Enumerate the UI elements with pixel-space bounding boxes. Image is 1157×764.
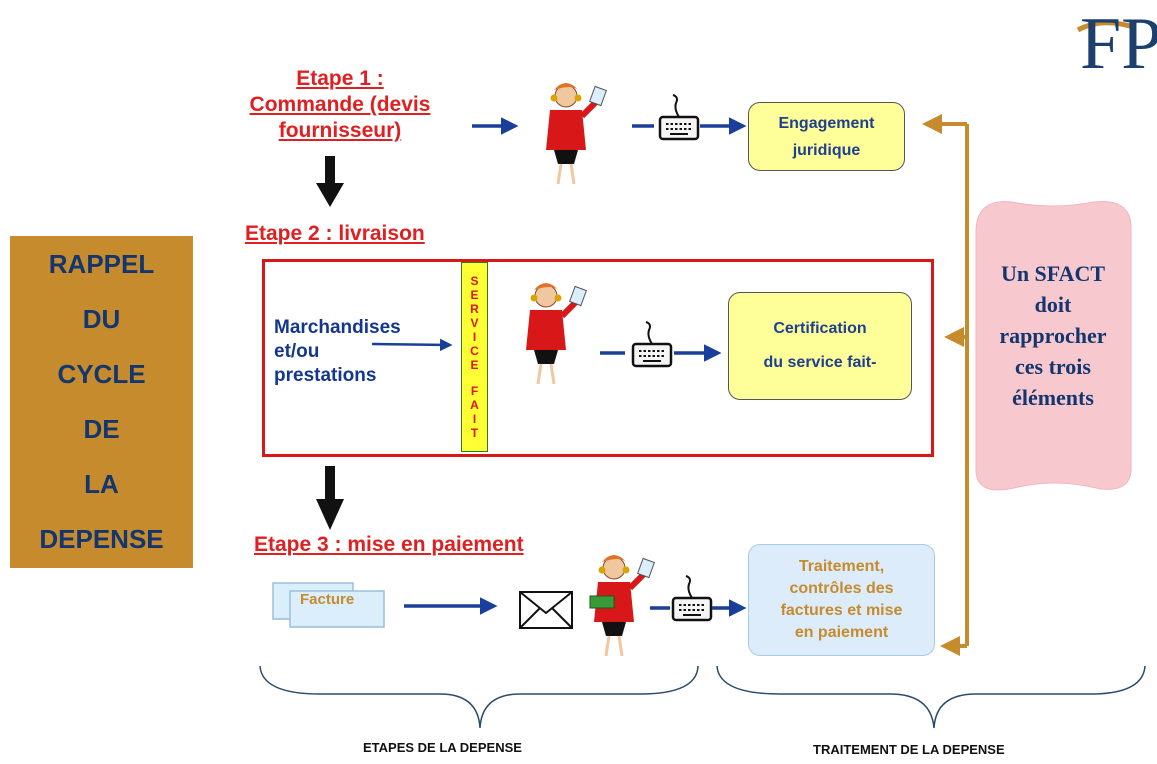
step3-title: Etape 3 : mise en paiement	[254, 533, 524, 556]
cycle-reminder-block: RAPPEL DU CYCLE DE LA DEPENSE	[10, 236, 193, 568]
fait-letter: T	[470, 426, 479, 440]
woman-clerk-icon	[546, 83, 606, 184]
facture-label: Facture	[300, 591, 355, 608]
step1-to-step2-arrow	[316, 156, 344, 207]
envelope-icon	[519, 591, 573, 629]
fait-letter: A	[470, 398, 479, 412]
step2-frame	[262, 259, 934, 457]
traitement-line: Traitement,	[798, 558, 885, 575]
step1-line: Commande (devis	[249, 93, 431, 116]
step1-line: fournisseur)	[278, 119, 402, 142]
merchandise-label: Marchandises et/ou prestations	[274, 316, 401, 388]
logo-mark: FP	[1080, 2, 1157, 87]
step2-to-step3-arrow	[316, 466, 344, 530]
merch-line: Marchandises	[274, 317, 401, 338]
sfact-line: Un SFACT	[1000, 261, 1106, 286]
traitement-line: contrôles des	[789, 580, 894, 597]
logo	[1076, 20, 1131, 33]
step1-line: Etape 1 :	[296, 67, 384, 90]
merch-line: prestations	[274, 365, 377, 386]
engagement-line: juridique	[792, 141, 861, 159]
sfact-line: rapprocher	[999, 323, 1107, 348]
step2-title: Etape 2 : livraison	[245, 222, 425, 245]
fait-letter: I	[472, 412, 477, 426]
merch-arrow	[371, 338, 453, 352]
cycle-line: DU	[82, 304, 121, 334]
service-letter: V	[470, 316, 479, 330]
service-letter: E	[470, 358, 479, 372]
cycle-line: DEPENSE	[39, 524, 164, 554]
sfact-line: doit	[1034, 292, 1072, 317]
traitement-box: Traitement, contrôles des factures et mi…	[748, 544, 935, 656]
service-letter: S	[470, 274, 479, 288]
certification-line: Certification	[773, 320, 867, 337]
brace-etapes	[259, 665, 699, 729]
fait-letter: F	[470, 384, 479, 398]
service-letter: I	[472, 330, 477, 344]
logo-letters: FP	[1080, 3, 1157, 85]
step1-title: Etape 1 : Commande (devis fournisseur)	[220, 66, 460, 144]
certification-line: du service fait-	[763, 354, 877, 371]
sfact-text: Un SFACT doit rapprocher ces trois éléme…	[978, 258, 1128, 413]
footer-traitement-label: TRAITEMENT DE LA DEPENSE	[813, 742, 1005, 757]
service-letter: R	[470, 302, 479, 316]
keyboard-icon	[658, 93, 700, 141]
document-icon	[272, 582, 385, 628]
cycle-line: RAPPEL	[48, 249, 155, 279]
traitement-line: en paiement	[794, 624, 889, 641]
traitement-line: factures et mise	[780, 602, 903, 619]
cycle-line: LA	[84, 469, 119, 499]
service-letter: C	[470, 344, 479, 358]
certification-box: Certification du service fait-	[728, 292, 912, 400]
footer-etapes-label: ETAPES DE LA DEPENSE	[363, 740, 522, 755]
cycle-line: CYCLE	[57, 359, 146, 389]
service-letter: E	[470, 288, 479, 302]
cycle-line: DE	[83, 414, 120, 444]
keyboard-icon	[671, 574, 713, 622]
merch-line: et/ou	[274, 341, 320, 362]
engagement-box: Engagement juridique	[748, 102, 905, 171]
service-fait-bar: S E R V I C E F A I T	[461, 262, 488, 452]
engagement-line: Engagement	[778, 114, 875, 132]
brace-traitement	[716, 665, 1146, 729]
sfact-scroll	[975, 201, 1132, 491]
sfact-line: ces trois	[1015, 354, 1091, 379]
sfact-line: éléments	[1012, 385, 1094, 410]
money-icon	[589, 595, 615, 609]
reconciliation-bracket	[922, 114, 969, 656]
